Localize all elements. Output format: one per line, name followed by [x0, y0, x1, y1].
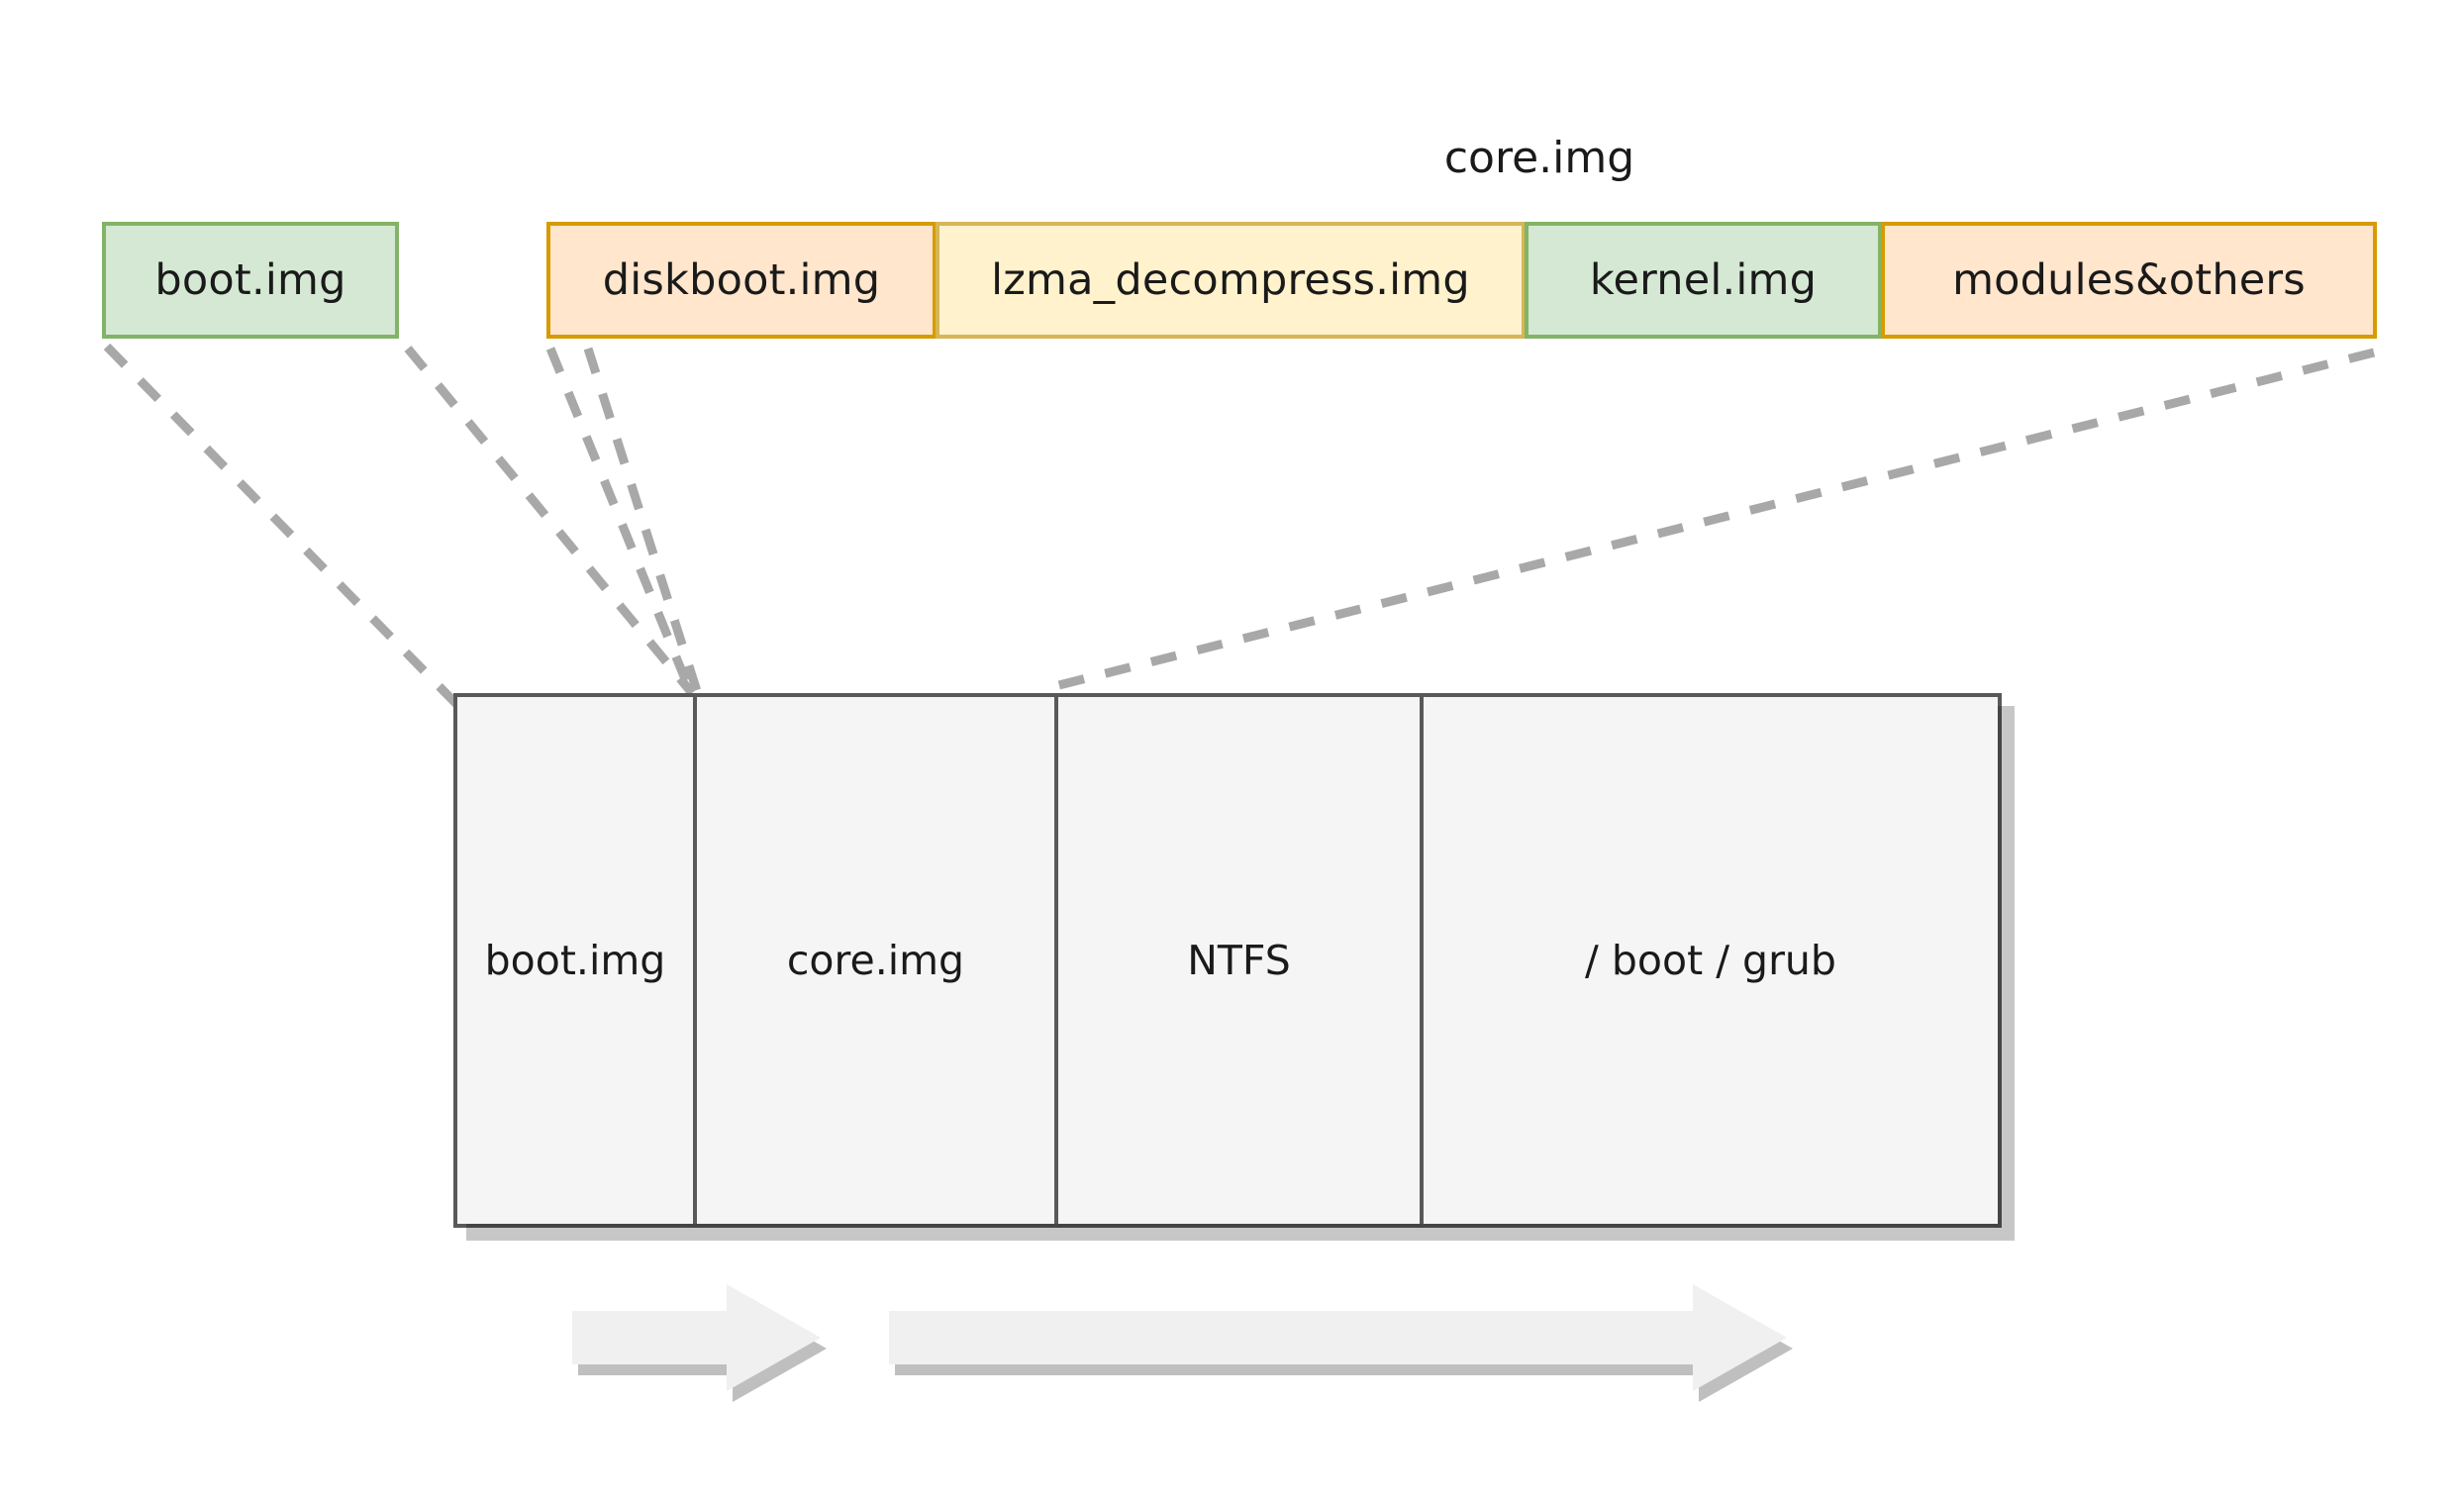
disk-partition-boot-img[interactable]: boot.img [457, 697, 697, 1224]
flow-arrows-layer [572, 1284, 1793, 1402]
flow-arrow-long [889, 1284, 1787, 1391]
component-box-lzma-decompress-img[interactable]: lzma_decompress.img [936, 222, 1528, 341]
component-box-modules-and-others-label: modules&others [1952, 255, 2306, 305]
disk-layout-bar: boot.img core.img NTFS / boot / grub [453, 693, 2015, 1241]
disk-partition-boot-img-label: boot.img [484, 937, 666, 984]
image-components-row: boot.img diskboot.img lzma_decompress.im… [0, 0, 2464, 396]
flow-arrow-short [572, 1284, 821, 1391]
component-box-kernel-img-label: kernel.img [1589, 255, 1818, 305]
disk-partition-boot-grub[interactable]: / boot / grub [1424, 697, 1998, 1224]
component-box-lzma-decompress-img-label: lzma_decompress.img [991, 255, 1470, 305]
connector-bootimg-right-to-disk [404, 346, 696, 696]
component-box-boot-img-label: boot.img [154, 255, 346, 305]
disk-partition-boot-grub-label: / boot / grub [1585, 937, 1836, 984]
disk-partition-core-img[interactable]: core.img [697, 697, 1058, 1224]
connector-modules-to-bootgrub [1049, 348, 2376, 692]
core-img-group-caption: core.img [1443, 133, 1635, 183]
disk-partition-core-img-label: core.img [786, 937, 965, 984]
connector-diskboot-left-to-coreimg-a [545, 347, 695, 693]
component-box-modules-and-others[interactable]: modules&others [1881, 222, 2379, 341]
component-box-diskboot-img-label: diskboot.img [602, 255, 881, 305]
component-box-kernel-img[interactable]: kernel.img [1525, 222, 1884, 341]
disk-partition-ntfs-label: NTFS [1187, 937, 1291, 984]
connector-bootimg-left-to-disk [103, 343, 461, 709]
connector-diskboot-left-to-coreimg-b [583, 347, 702, 693]
disk-partition-ntfs[interactable]: NTFS [1058, 697, 1424, 1224]
component-box-boot-img[interactable]: boot.img [102, 222, 401, 341]
component-box-diskboot-img[interactable]: diskboot.img [546, 222, 938, 341]
